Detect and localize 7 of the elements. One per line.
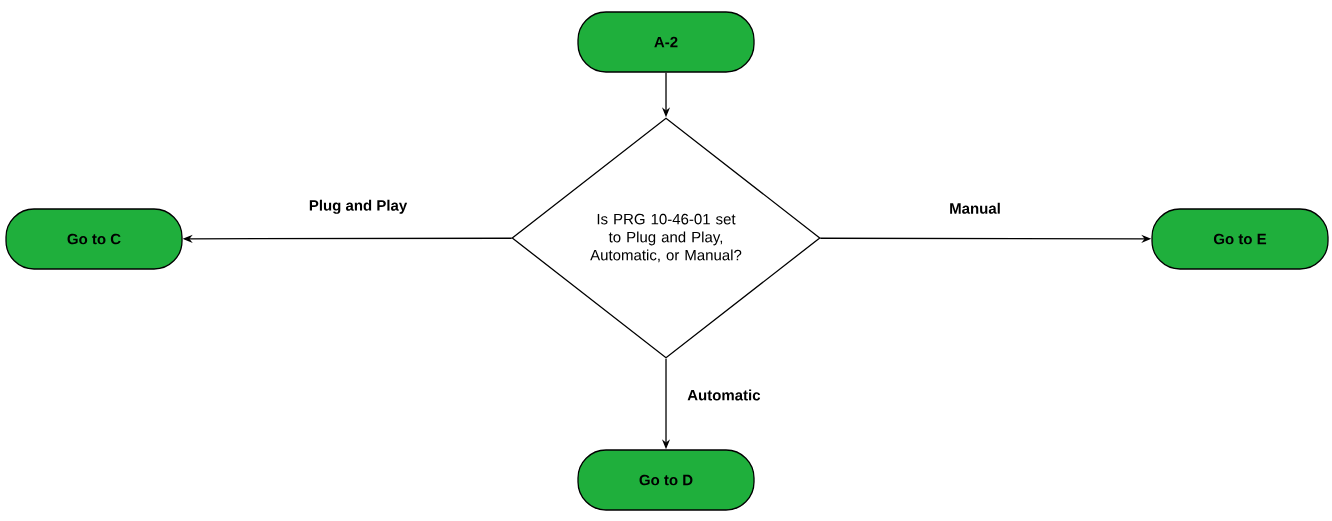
edge-label: Manual: [947, 200, 1003, 216]
terminal-box: A-2: [577, 11, 755, 73]
edge-label: Plug and Play: [306, 197, 410, 216]
terminal-box: Go to E: [1151, 208, 1329, 270]
edge-label: Automatic: [685, 387, 763, 403]
terminal-box: Go to D: [577, 449, 755, 511]
terminal-box: Go to C: [5, 208, 183, 270]
